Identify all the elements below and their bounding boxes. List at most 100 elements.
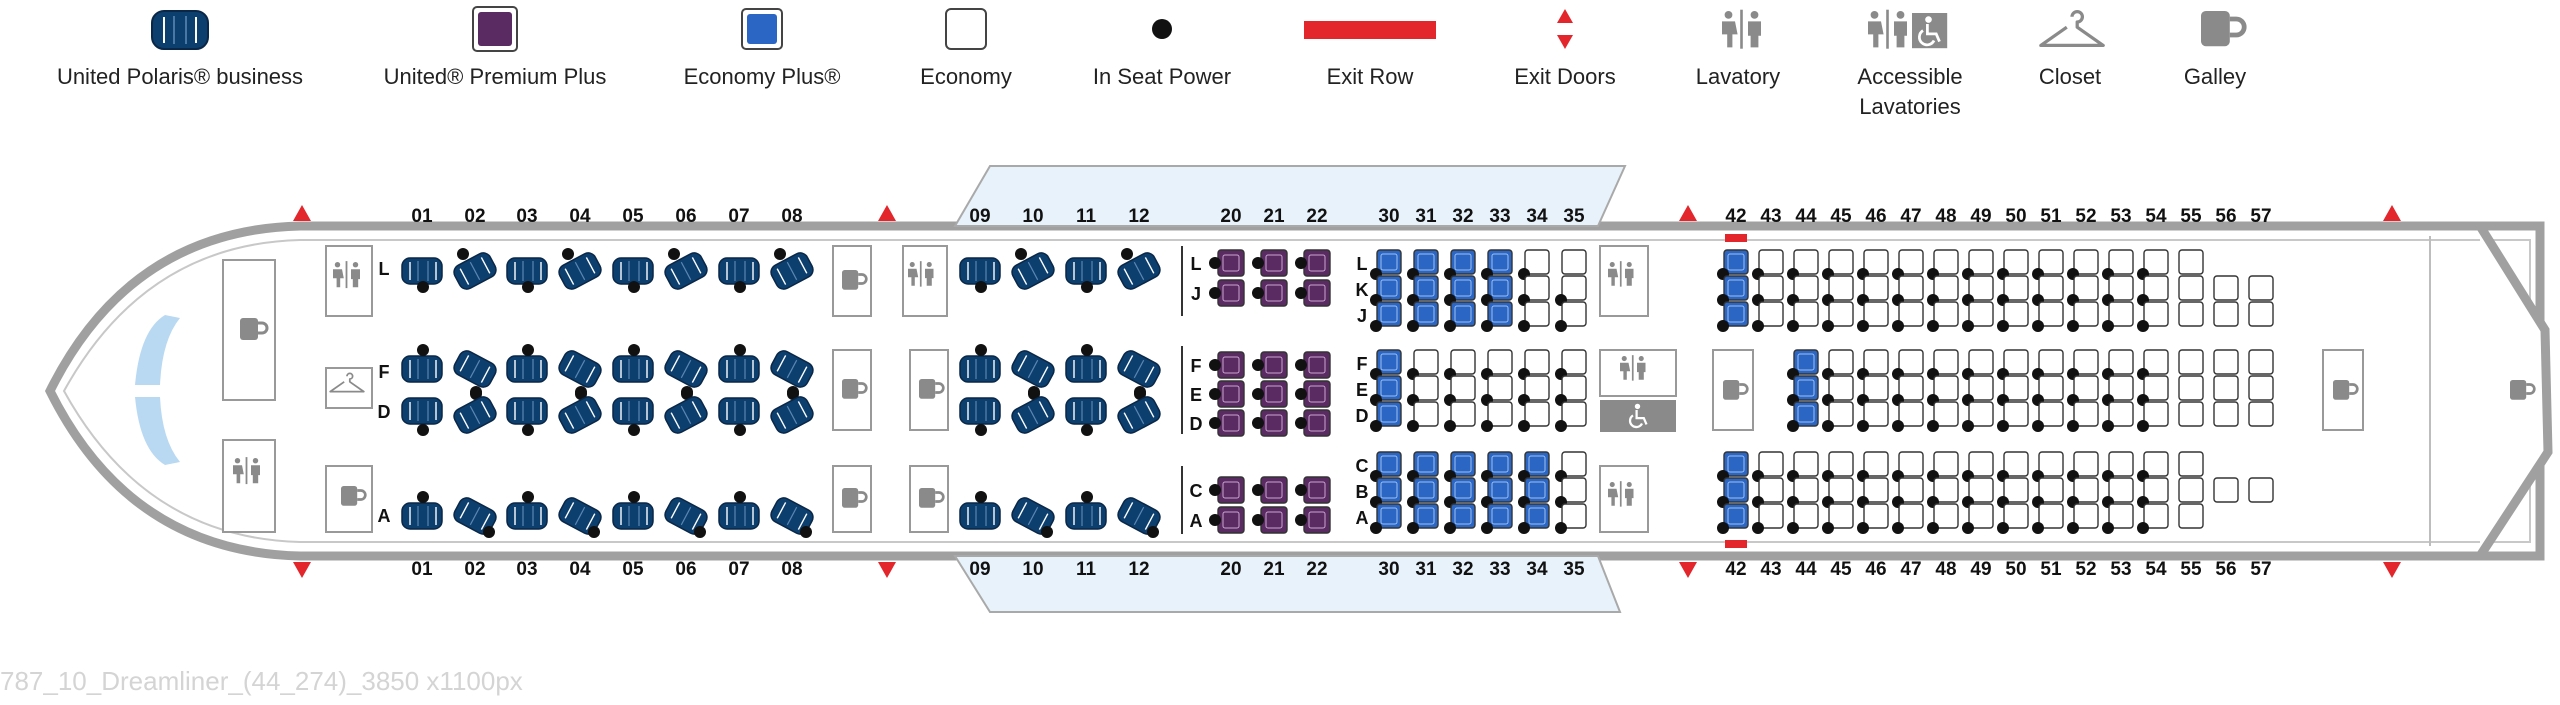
polaris-seat-10D[interactable] <box>1009 394 1057 436</box>
economy-seat-44B[interactable] <box>1793 477 1819 503</box>
economy-seat-56K[interactable] <box>2213 275 2239 301</box>
economy-seat-51C[interactable] <box>2038 451 2064 477</box>
economy-seat-56E[interactable] <box>2213 375 2239 401</box>
economy-seat-35J[interactable] <box>1561 301 1587 327</box>
economy-seat-46F[interactable] <box>1863 349 1889 375</box>
economy-seat-54C[interactable] <box>2143 451 2169 477</box>
economy-plus-seat-33K[interactable] <box>1487 275 1513 301</box>
premium-seat-22D[interactable] <box>1303 409 1331 437</box>
polaris-seat-04L[interactable] <box>556 250 604 292</box>
economy-seat-34J[interactable] <box>1524 301 1550 327</box>
economy-seat-45B[interactable] <box>1828 477 1854 503</box>
economy-seat-31F[interactable] <box>1413 349 1439 375</box>
economy-plus-seat-32C[interactable] <box>1450 451 1476 477</box>
economy-seat-54J[interactable] <box>2143 301 2169 327</box>
economy-seat-44A[interactable] <box>1793 503 1819 529</box>
economy-seat-49C[interactable] <box>1968 451 1994 477</box>
economy-seat-45K[interactable] <box>1828 275 1854 301</box>
economy-seat-55B[interactable] <box>2178 477 2204 503</box>
economy-seat-45C[interactable] <box>1828 451 1854 477</box>
polaris-seat-06L[interactable] <box>662 250 710 292</box>
economy-seat-53B[interactable] <box>2108 477 2134 503</box>
economy-seat-51A[interactable] <box>2038 503 2064 529</box>
polaris-seat-03A[interactable] <box>506 502 548 530</box>
economy-seat-52B[interactable] <box>2073 477 2099 503</box>
economy-seat-43A[interactable] <box>1758 503 1784 529</box>
economy-plus-seat-34B[interactable] <box>1524 477 1550 503</box>
premium-seat-21C[interactable] <box>1260 476 1288 504</box>
economy-seat-31D[interactable] <box>1413 401 1439 427</box>
premium-seat-20L[interactable] <box>1217 249 1245 277</box>
economy-seat-53L[interactable] <box>2108 249 2134 275</box>
economy-seat-50J[interactable] <box>2003 301 2029 327</box>
polaris-seat-07F[interactable] <box>718 355 760 383</box>
polaris-seat-10L[interactable] <box>1009 250 1057 292</box>
polaris-seat-03D[interactable] <box>506 397 548 425</box>
economy-plus-seat-31B[interactable] <box>1413 477 1439 503</box>
economy-plus-seat-44F[interactable] <box>1793 349 1819 375</box>
economy-plus-seat-44D[interactable] <box>1793 401 1819 427</box>
polaris-seat-12A[interactable] <box>1115 495 1163 537</box>
economy-seat-47F[interactable] <box>1898 349 1924 375</box>
economy-seat-51J[interactable] <box>2038 301 2064 327</box>
economy-plus-seat-31A[interactable] <box>1413 503 1439 529</box>
polaris-seat-05L[interactable] <box>612 257 654 285</box>
premium-seat-21F[interactable] <box>1260 351 1288 379</box>
polaris-seat-07D[interactable] <box>718 397 760 425</box>
economy-plus-seat-30E[interactable] <box>1376 375 1402 401</box>
polaris-seat-12D[interactable] <box>1115 394 1163 436</box>
economy-seat-52D[interactable] <box>2073 401 2099 427</box>
economy-seat-53J[interactable] <box>2108 301 2134 327</box>
polaris-seat-06F[interactable] <box>662 348 710 390</box>
economy-seat-50C[interactable] <box>2003 451 2029 477</box>
economy-seat-53D[interactable] <box>2108 401 2134 427</box>
polaris-seat-08D[interactable] <box>768 394 816 436</box>
economy-seat-46J[interactable] <box>1863 301 1889 327</box>
economy-seat-45L[interactable] <box>1828 249 1854 275</box>
polaris-seat-09L[interactable] <box>959 257 1001 285</box>
premium-seat-22C[interactable] <box>1303 476 1331 504</box>
polaris-seat-04A[interactable] <box>556 495 604 537</box>
economy-seat-34L[interactable] <box>1524 249 1550 275</box>
economy-seat-51K[interactable] <box>2038 275 2064 301</box>
economy-plus-seat-42A[interactable] <box>1723 503 1749 529</box>
economy-plus-seat-30F[interactable] <box>1376 349 1402 375</box>
economy-seat-55L[interactable] <box>2178 249 2204 275</box>
polaris-seat-10A[interactable] <box>1009 495 1057 537</box>
economy-plus-seat-32B[interactable] <box>1450 477 1476 503</box>
economy-seat-44L[interactable] <box>1793 249 1819 275</box>
economy-seat-51B[interactable] <box>2038 477 2064 503</box>
polaris-seat-12F[interactable] <box>1115 348 1163 390</box>
economy-seat-35C[interactable] <box>1561 451 1587 477</box>
economy-seat-56D[interactable] <box>2213 401 2239 427</box>
economy-seat-55D[interactable] <box>2178 401 2204 427</box>
economy-seat-50E[interactable] <box>2003 375 2029 401</box>
economy-seat-54K[interactable] <box>2143 275 2169 301</box>
economy-seat-34E[interactable] <box>1524 375 1550 401</box>
economy-seat-53C[interactable] <box>2108 451 2134 477</box>
economy-seat-45D[interactable] <box>1828 401 1854 427</box>
premium-seat-20C[interactable] <box>1217 476 1245 504</box>
economy-plus-seat-31K[interactable] <box>1413 275 1439 301</box>
polaris-seat-06D[interactable] <box>662 394 710 436</box>
economy-plus-seat-32L[interactable] <box>1450 249 1476 275</box>
premium-seat-21J[interactable] <box>1260 279 1288 307</box>
economy-plus-seat-33C[interactable] <box>1487 451 1513 477</box>
economy-plus-seat-30D[interactable] <box>1376 401 1402 427</box>
economy-seat-48A[interactable] <box>1933 503 1959 529</box>
economy-plus-seat-32K[interactable] <box>1450 275 1476 301</box>
polaris-seat-11D[interactable] <box>1065 397 1107 425</box>
economy-seat-32F[interactable] <box>1450 349 1476 375</box>
economy-plus-seat-30B[interactable] <box>1376 477 1402 503</box>
economy-seat-46L[interactable] <box>1863 249 1889 275</box>
economy-seat-33D[interactable] <box>1487 401 1513 427</box>
premium-seat-21E[interactable] <box>1260 380 1288 408</box>
economy-seat-35L[interactable] <box>1561 249 1587 275</box>
economy-seat-49J[interactable] <box>1968 301 1994 327</box>
economy-seat-52C[interactable] <box>2073 451 2099 477</box>
polaris-seat-08A[interactable] <box>768 495 816 537</box>
polaris-seat-03F[interactable] <box>506 355 548 383</box>
premium-seat-22J[interactable] <box>1303 279 1331 307</box>
economy-plus-seat-33B[interactable] <box>1487 477 1513 503</box>
economy-seat-47J[interactable] <box>1898 301 1924 327</box>
